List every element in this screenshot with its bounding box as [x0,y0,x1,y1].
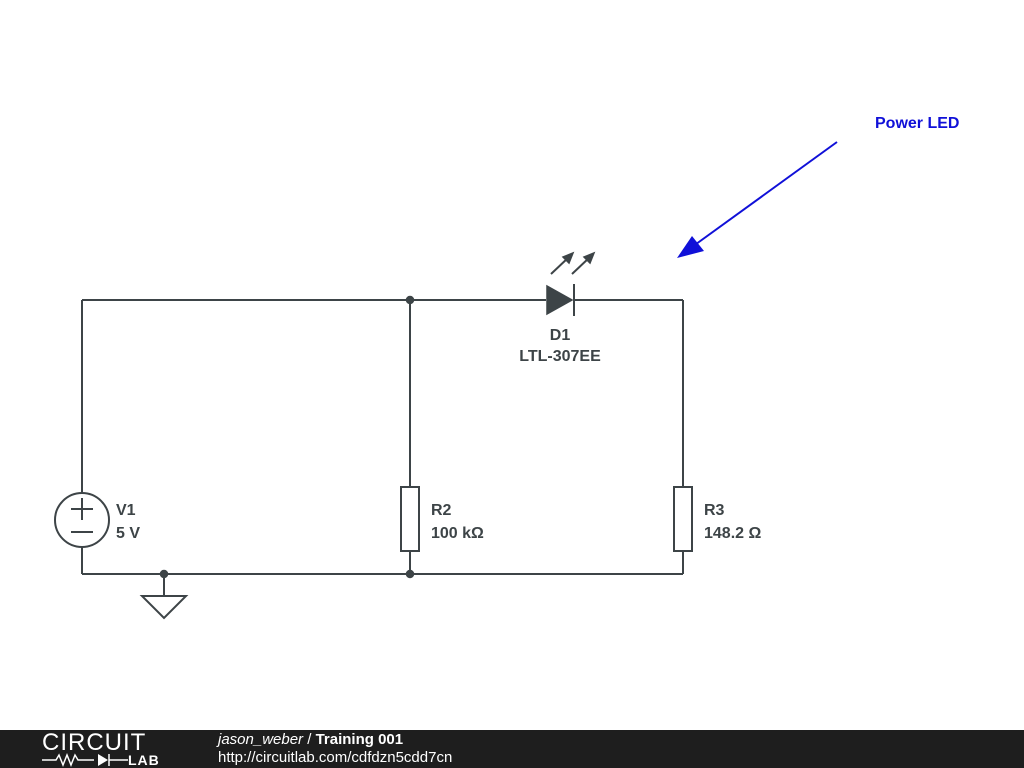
ground-icon[interactable] [139,595,189,620]
power-led-annotation: Power LED [875,115,959,132]
wires [81,299,684,596]
annotation-arrow-line [691,141,838,248]
logo-circuit-symbol-icon [42,753,128,767]
led-emission-arrowhead-1 [561,251,575,265]
junction-bottom-r2 [405,569,415,579]
circuitlab-logo[interactable]: CIRCUIT LAB [42,730,182,768]
junction-top [405,295,415,305]
r3-value-label: 148.2 Ω [704,525,761,542]
r2-ref-label: R2 [431,502,452,519]
led-emission-arrowhead-2 [582,251,596,265]
junctions [159,295,415,579]
logo-text-bottom: LAB [128,752,160,768]
annotation-arrowhead-icon [677,236,704,258]
d1-value-label: LTL-307EE [519,348,601,365]
v1-ref-label: V1 [116,502,136,519]
footer-info: jason_weber / Training 001 http://circui… [218,731,452,767]
circuit-title[interactable]: Training 001 [315,731,404,748]
v1-value-label: 5 V [116,525,140,542]
author-link[interactable]: jason_weber [218,731,304,748]
d1-ref-label: D1 [550,327,571,344]
circuit-url-link[interactable]: http://circuitlab.com/cdfdzn5cdd7cn [218,749,453,766]
r2-value-label: 100 kΩ [431,525,484,542]
voltage-source-v1[interactable] [54,492,110,548]
circuit-schematic: V1 5 V R2 100 kΩ R3 148.2 Ω D1 LTL-307EE… [54,115,959,620]
footer-bar: CIRCUIT LAB jason_weber / Training 001 h… [0,730,1024,768]
diode-triangle-icon [546,284,574,316]
r3-ref-label: R3 [704,502,725,519]
led-d1[interactable] [546,251,596,316]
logo-text-top: CIRCUIT [42,729,147,756]
resistor-r3[interactable] [673,486,693,552]
resistor-r2[interactable] [400,486,420,552]
footer-separator: / [303,731,316,748]
junction-ground [159,569,169,579]
